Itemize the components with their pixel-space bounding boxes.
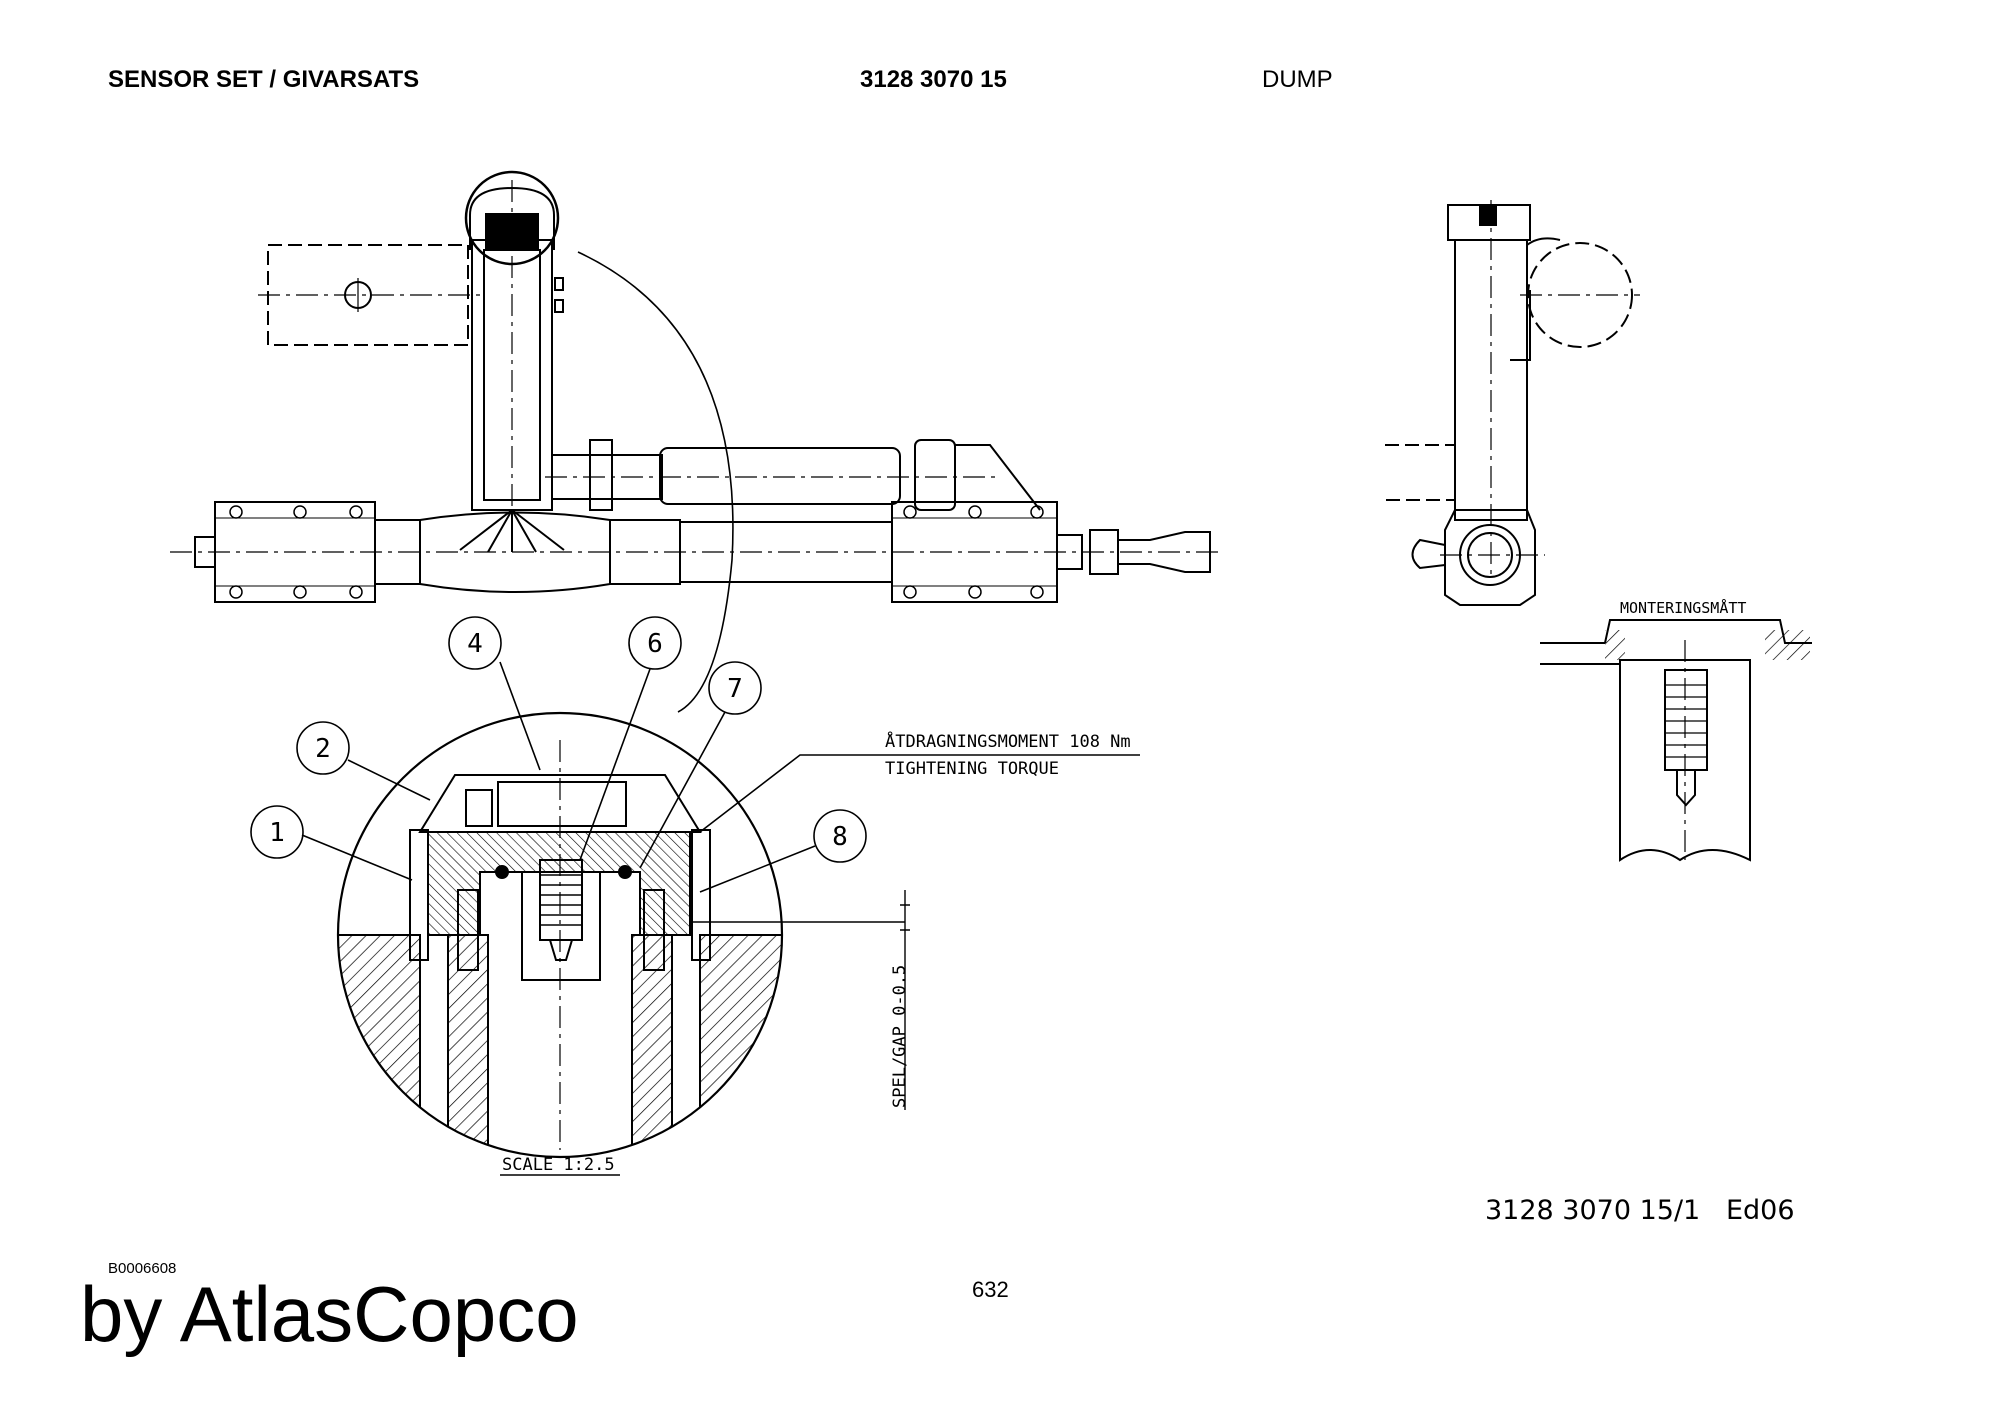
section-label: DUMP [1262,66,1333,93]
figure-reference: 3128 3070 15/1 Ed06 [1485,1195,1795,1226]
callout-8: 8 [832,822,848,852]
brand-logo-text: by AtlasCopco [80,1270,579,1358]
main-assembly-view [170,170,1220,713]
end-view [1385,200,1640,606]
detail-section-view [250,616,1140,1176]
torque-label-sv: ÅTDRAGNINGSMOMENT 108 Nm [885,730,1131,752]
part-number: 3128 3070 15 [860,66,1007,93]
torque-label-en: TIGHTENING TORQUE [885,759,1059,779]
mounting-dimension-view [1540,619,1812,862]
image-id: B0006608 [108,1260,177,1277]
callout-7: 7 [727,674,743,704]
scale-label: SCALE 1:2.5 [502,1155,615,1175]
callout-6: 6 [647,629,663,659]
callout-4: 4 [467,629,483,659]
mounting-label: MONTERINGSMÅTT [1620,598,1746,617]
gap-label: SPEL/GAP 0-0.5 [890,965,910,1108]
callout-2: 2 [315,734,331,764]
page-number: 632 [972,1277,1009,1302]
callout-1: 1 [269,818,285,848]
page-title: SENSOR SET / GIVARSATS [108,66,420,93]
